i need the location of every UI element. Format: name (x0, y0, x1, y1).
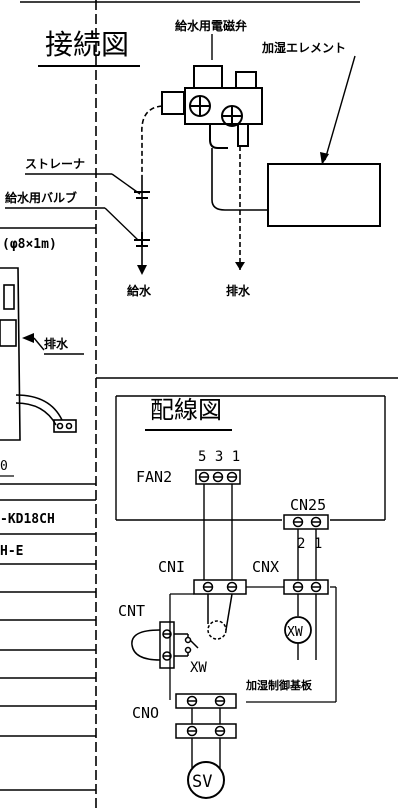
left-drain-label: 排水 (44, 336, 69, 351)
control-board-outline (169, 586, 337, 703)
solenoid-valve-icon (161, 65, 263, 149)
cn25-label: CN25 (290, 496, 326, 514)
strainer-leader (111, 173, 141, 195)
supply-arrow (137, 265, 147, 275)
element-leader-arrow (320, 152, 329, 165)
strainer-icon (134, 191, 150, 199)
xw-contact-switch (184, 593, 233, 656)
element-leader (324, 55, 356, 161)
parts-table (0, 483, 96, 791)
table-cell-model: -KD18CH (0, 512, 55, 527)
cnt-label: CNT (118, 602, 145, 620)
xw-coil-label: XW (287, 625, 303, 640)
supply-valve-label: 給水用バルブ (5, 190, 77, 205)
element-label: 加湿エレメント (261, 40, 346, 55)
cni-label: CNI (158, 558, 185, 576)
pipe-spec-label: (φ8×1m) (2, 237, 57, 252)
cnt-connector (131, 621, 188, 669)
water-pipes (141, 105, 268, 270)
connection-title: 接続図 (45, 28, 129, 61)
drain-arrow (235, 262, 245, 270)
cn25-connector (283, 514, 329, 530)
dim-fragment: 0 (0, 459, 8, 474)
sv-label: SV (192, 772, 212, 792)
cno-connector (175, 693, 237, 739)
fan2-connector (195, 469, 241, 485)
board-label: 加湿制御基板 (245, 678, 313, 692)
cnx-label: CNX (252, 558, 279, 576)
drain-water-label: 排水 (226, 283, 251, 298)
supply-valve-leader (104, 207, 139, 241)
supply-valve-icon (134, 232, 150, 247)
supply-water-label: 給水 (127, 283, 152, 298)
cn25-pins: 2 1 (297, 536, 322, 552)
unit-drawing (0, 267, 77, 441)
sv-coil (187, 761, 225, 799)
left-drain-arrow (22, 333, 34, 343)
xw-contact-label: XW (190, 660, 207, 676)
table-cell-variant: H-E (0, 544, 23, 559)
solenoid-valve-label: 給水用電磁弁 (175, 18, 247, 33)
wiring-title: 配線図 (150, 396, 222, 424)
strainer-label: ストレーナ (25, 157, 85, 171)
humidifier-element-box (267, 163, 381, 227)
fan2-pins: 5 3 1 (198, 449, 240, 465)
cno-label: CNO (132, 704, 159, 722)
cni-connector (193, 579, 247, 595)
cnx-connector (283, 579, 329, 595)
fan2-label: FAN2 (136, 468, 172, 486)
